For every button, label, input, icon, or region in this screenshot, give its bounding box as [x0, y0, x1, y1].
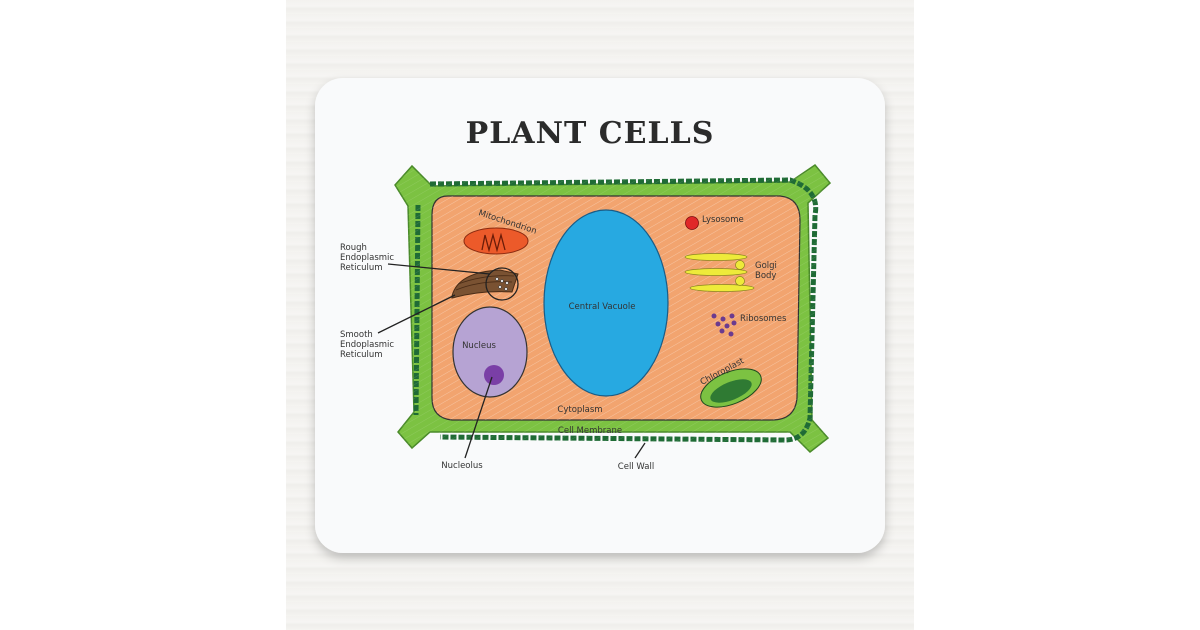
ribosomes-label: Ribosomes: [740, 314, 787, 324]
central-vacuole: [543, 209, 669, 397]
lysosome-label: Lysosome: [702, 215, 744, 225]
endoplasmic-reticulum: [451, 267, 519, 301]
ribosomes: [711, 313, 737, 337]
chloroplast: [700, 368, 762, 408]
nucleolus-label: Nucleolus: [441, 461, 483, 471]
diagram-title: PLANT CELLS: [466, 116, 715, 151]
cell-membrane-label: Cell Membrane: [558, 426, 622, 436]
nucleolus-pointer: [464, 376, 493, 459]
nucleolus: [484, 365, 504, 385]
rough-er-pointer: [387, 263, 491, 275]
cytoplasm-label: Cytoplasm: [557, 405, 602, 415]
cell-wall-label: Cell Wall: [618, 462, 654, 472]
golgi-body: [684, 253, 755, 292]
mitochondrion: [463, 227, 529, 255]
central-vacuole-label: Central Vacuole: [569, 302, 636, 312]
cell-wall-pointer: [634, 442, 646, 459]
lysosome: [685, 216, 699, 230]
nucleus: [452, 306, 528, 398]
smooth-er-pointer: [377, 294, 456, 334]
nucleus-label: Nucleus: [462, 341, 496, 351]
